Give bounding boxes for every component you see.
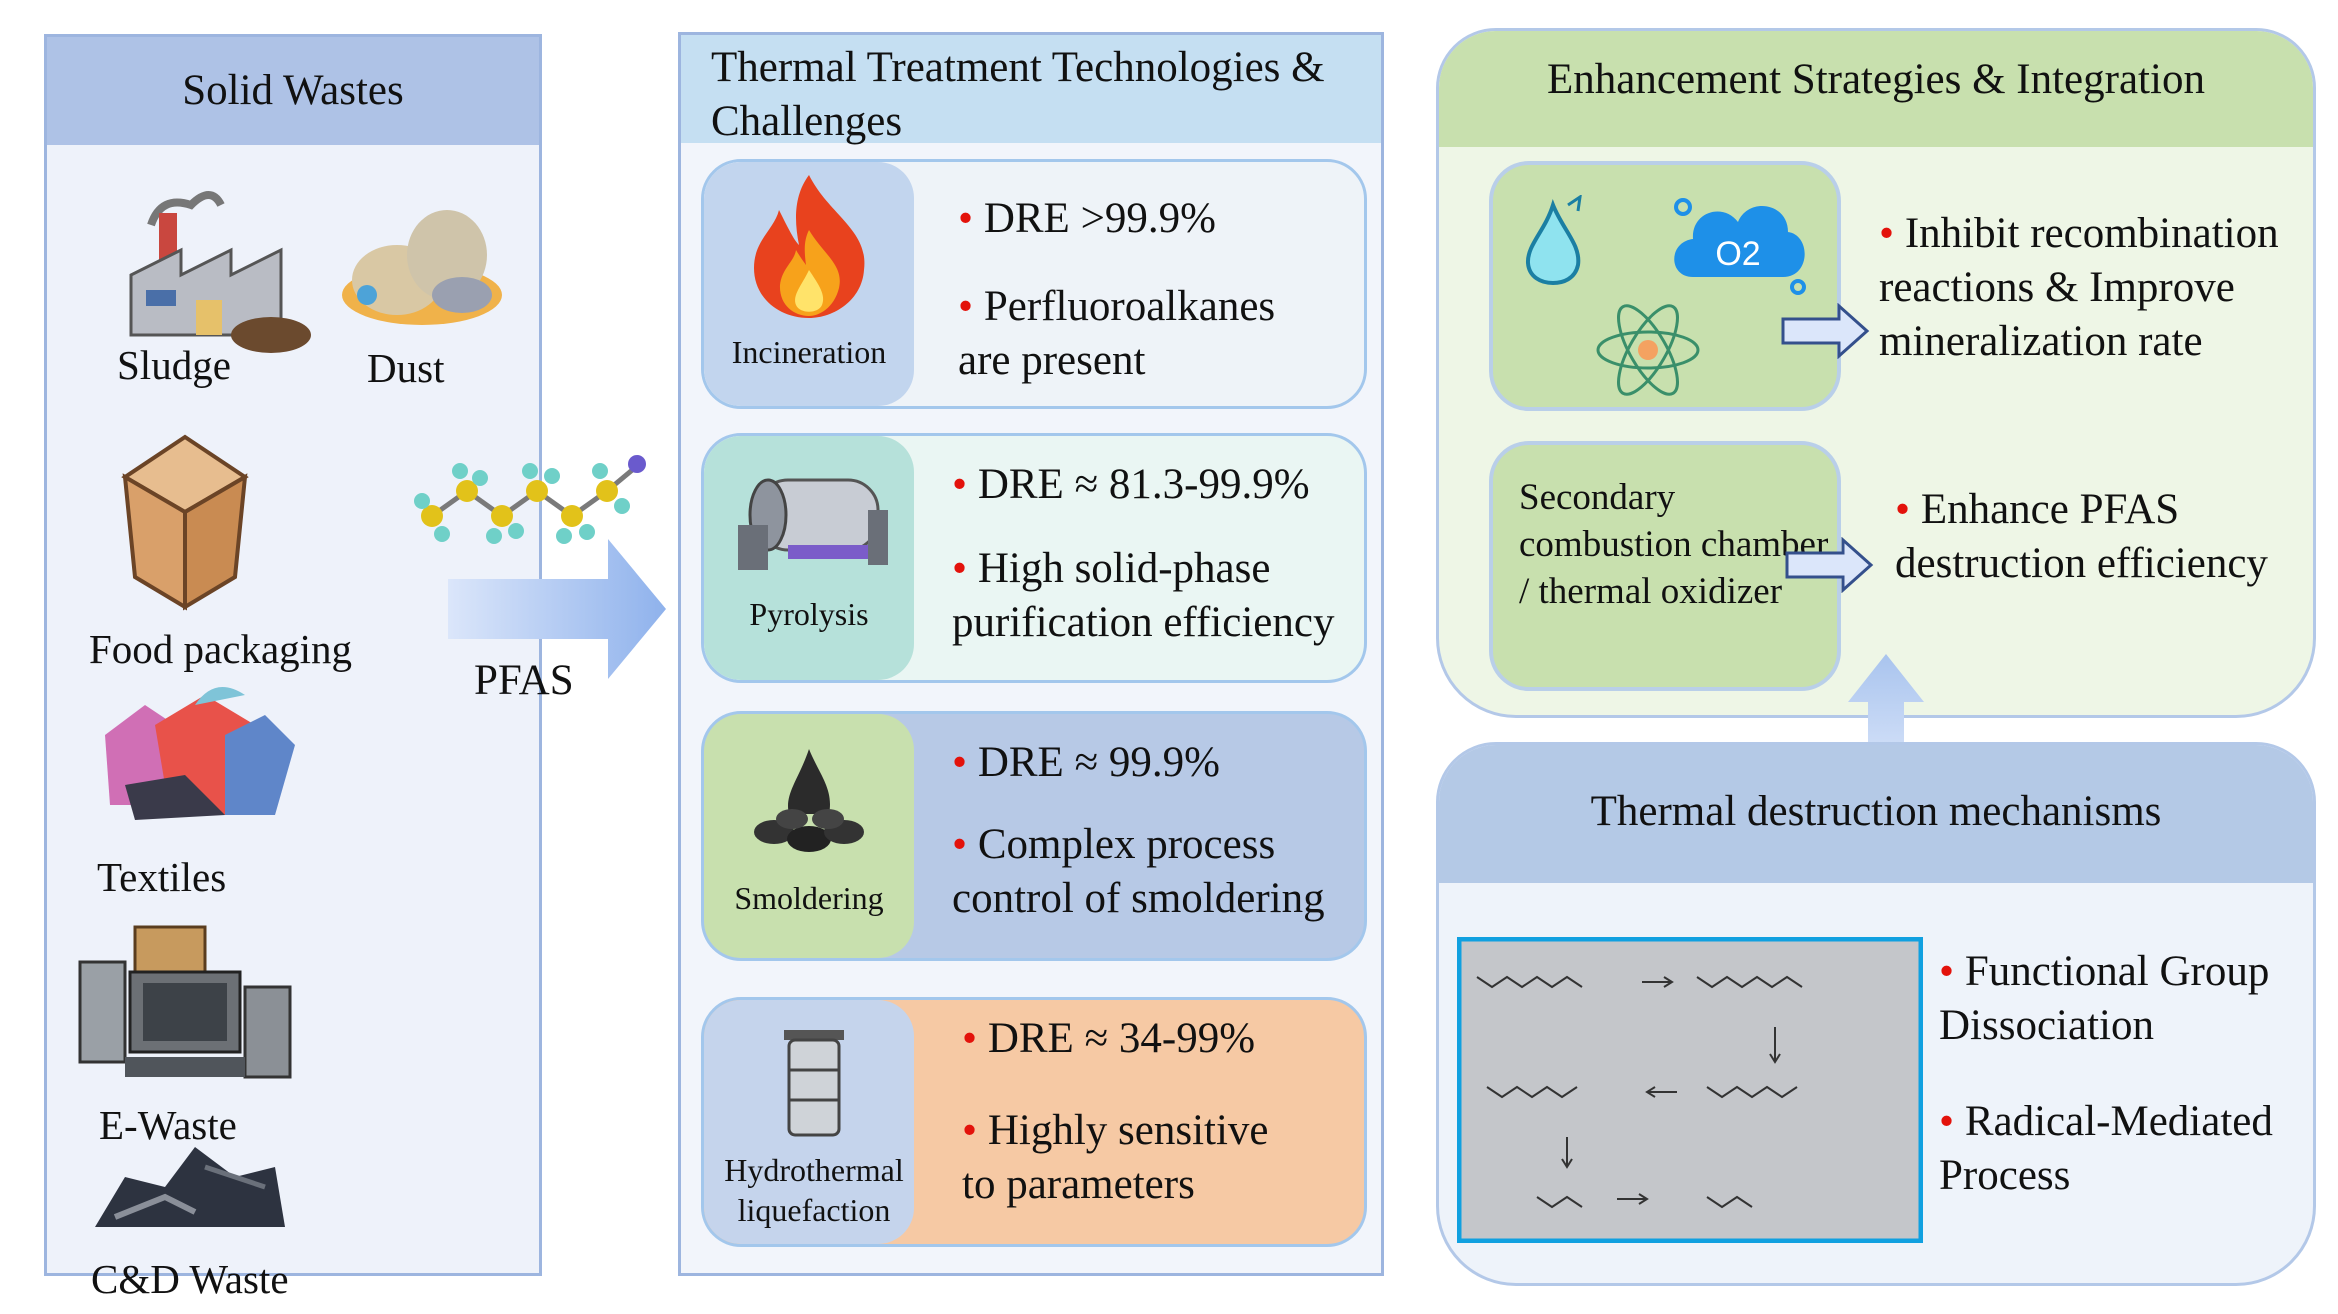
secondary-combustion-box: Secondary combustion chamber / thermal o… xyxy=(1489,441,1841,691)
waste-label-textiles: Textiles xyxy=(97,854,227,900)
tech-card-incineration: Incineration • DRE >99.9% • Perfluoroalk… xyxy=(701,159,1367,409)
mechanisms-panel: Thermal destruction mechanisms • Functio… xyxy=(1436,742,2316,1286)
solid-wastes-panel: Solid Wastes Sludge Dust Food packaging … xyxy=(44,34,542,1302)
o2-label: O2 xyxy=(1715,235,1760,273)
cd-waste-icon xyxy=(95,1147,285,1227)
tech-name-hydrothermal: Hydrothermal liquefaction xyxy=(724,1152,904,1228)
oxygen-cloud-icon: O2 xyxy=(1674,198,1806,295)
enhancement-header: Enhancement Strategies & Integration xyxy=(1439,31,2313,147)
textiles-icon xyxy=(105,687,295,820)
enhancement-panel: Enhancement Strategies & Integration O2 … xyxy=(1436,28,2316,718)
reaction-scheme-image xyxy=(1457,937,1923,1243)
pfas-label: PFAS xyxy=(474,657,574,704)
tech-name-pyrolysis: Pyrolysis xyxy=(749,596,869,632)
waste-label-sludge: Sludge xyxy=(117,342,231,388)
fire-icon xyxy=(754,175,865,318)
smoldering-coals-icon xyxy=(754,749,864,852)
dust-icon xyxy=(342,210,502,325)
solid-wastes-header: Solid Wastes xyxy=(47,37,539,145)
bullet-hydrothermal-2: • Highly sensitive to parameters xyxy=(962,1107,1269,1208)
ewaste-icon xyxy=(78,925,292,1079)
bullet-incineration-1: • DRE >99.9% xyxy=(958,195,1216,242)
thermal-title: Thermal Treatment Technologies & Challen… xyxy=(711,44,1325,145)
mechanism-bullet-1: • Functional Group Dissociation xyxy=(1939,948,2270,1049)
atom-icon xyxy=(1596,304,1700,396)
enhancement-title: Enhancement Strategies & Integration xyxy=(1547,56,2205,103)
mechanisms-title: Thermal destruction mechanisms xyxy=(1590,788,2162,835)
thermal-treatment-panel: Thermal Treatment Technologies & Challen… xyxy=(678,32,1384,1276)
tech-name-smoldering: Smoldering xyxy=(734,880,884,916)
tech-name-incineration: Incineration xyxy=(731,334,887,370)
bullet-pyrolysis-1: • DRE ≈ 81.3-99.9% xyxy=(952,461,1310,508)
bullet-hydrothermal-1: • DRE ≈ 34-99% xyxy=(962,1015,1256,1062)
tech-card-hydrothermal: Hydrothermal liquefaction • DRE ≈ 34-99%… xyxy=(701,997,1367,1247)
bullet-incineration-2: • Perfluoroalkanes are present xyxy=(958,283,1276,384)
enhancement-result-2: • Enhance PFAS destruction efficiency xyxy=(1895,486,2268,587)
bullet-smoldering-2: • Complex process control of smoldering xyxy=(952,821,1325,922)
enhancement-icons-box: O2 xyxy=(1489,161,1841,411)
tech-card-pyrolysis: Pyrolysis • DRE ≈ 81.3-99.9% • High soli… xyxy=(701,433,1367,683)
mechanism-bullet-2: • Radical-Mediated Process xyxy=(1939,1098,2273,1199)
waste-label-e-waste: E-Waste xyxy=(99,1102,237,1148)
secondary-combustion-text: Secondary combustion chamber / thermal o… xyxy=(1519,477,1829,612)
pyrolysis-reactor-icon xyxy=(738,478,888,570)
arrow-to-enhance xyxy=(1785,537,1874,593)
waste-label-food-packaging: Food packaging xyxy=(89,626,353,672)
food-box-icon xyxy=(121,434,249,611)
mechanisms-header: Thermal destruction mechanisms xyxy=(1439,745,2313,883)
solid-wastes-title: Solid Wastes xyxy=(182,67,404,115)
enhancement-result-1: • Inhibit recombination reactions & Impr… xyxy=(1879,210,2279,365)
arrow-to-inhibit xyxy=(1781,303,1870,359)
pfas-molecule-icon xyxy=(414,455,646,544)
factory-sludge-icon xyxy=(129,191,311,353)
bullet-pyrolysis-2: • High solid-phase purification efficien… xyxy=(952,545,1335,646)
arrow-up-to-enhancement xyxy=(1848,654,1924,782)
waste-label-cd-waste: C&D Waste xyxy=(91,1256,289,1302)
tech-card-smoldering: Smoldering • DRE ≈ 99.9% • Complex proce… xyxy=(701,711,1367,961)
water-drop-icon xyxy=(1526,195,1582,285)
waste-label-dust: Dust xyxy=(367,345,445,391)
flow-arrow-to-thermal xyxy=(448,539,666,679)
thermal-header: Thermal Treatment Technologies & Challen… xyxy=(681,35,1381,145)
autoclave-icon xyxy=(784,1030,844,1137)
bullet-smoldering-1: • DRE ≈ 99.9% xyxy=(952,739,1220,786)
